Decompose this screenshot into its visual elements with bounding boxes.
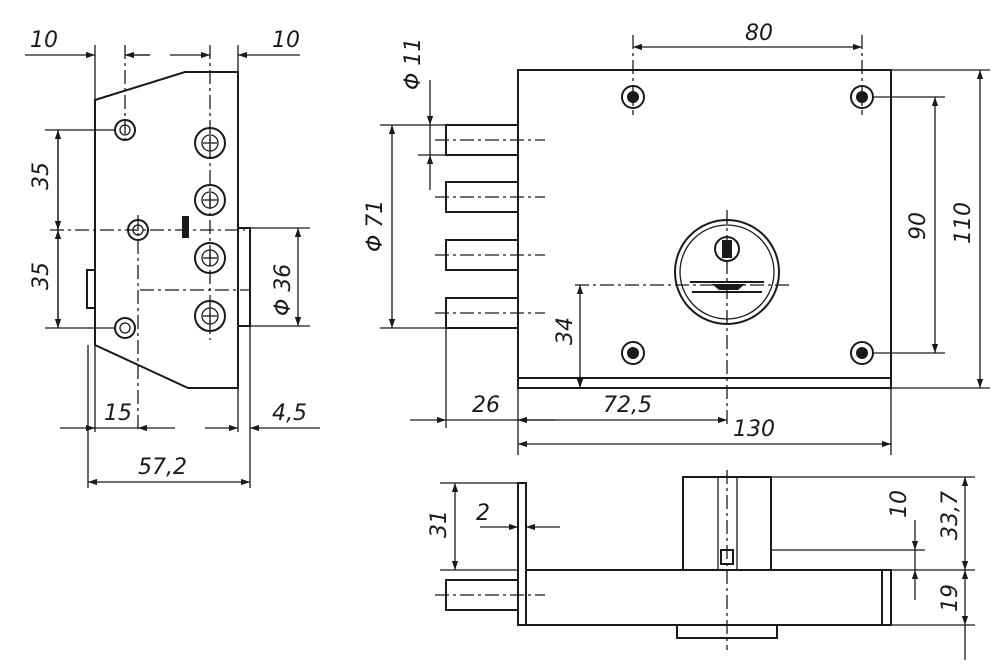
- side-view-slot: [182, 216, 189, 238]
- side-view: 10 10 35 35 Φ 36 15 4,5 57,2: [25, 28, 320, 488]
- dim-34: 34: [553, 317, 578, 345]
- dim-33-7: 33,7: [938, 491, 963, 540]
- dim-90: 90: [906, 212, 931, 240]
- bottom-view-faceplate: [517, 482, 527, 626]
- front-view-bolts: [435, 124, 545, 329]
- dim-top-right-10: 10: [272, 28, 300, 53]
- dim-top-left-10: 10: [30, 28, 58, 53]
- side-view-screw-holes: [114, 119, 149, 339]
- dim-72-5: 72,5: [603, 393, 652, 418]
- dim-80: 80: [745, 21, 773, 46]
- bottom-view-body: [525, 569, 892, 626]
- side-view-tab: [86, 269, 96, 309]
- dim-10: 10: [887, 490, 912, 518]
- dim-diameter-36: Φ 36: [271, 264, 296, 316]
- front-view: Φ 11 80 Φ 71 90 110 34 26 72,5 130: [363, 21, 990, 455]
- dim-15: 15: [104, 401, 132, 426]
- dim-diameter-71: Φ 71: [363, 200, 388, 252]
- dim-2: 2: [476, 501, 490, 526]
- bottom-view-cylinder-bottom: [676, 624, 778, 639]
- dim-57-2: 57,2: [138, 455, 187, 480]
- dim-diameter-11: Φ 11: [401, 38, 426, 90]
- front-view-case: [517, 69, 892, 389]
- side-view-faceplate: [237, 227, 251, 327]
- dim-110: 110: [951, 202, 976, 244]
- dim-4-5: 4,5: [272, 401, 307, 426]
- dim-35-lower: 35: [29, 262, 54, 290]
- dim-31: 31: [427, 510, 452, 538]
- dim-130: 130: [733, 417, 775, 442]
- bottom-view: 31 2 10 33,7 19: [427, 470, 975, 660]
- dim-35-upper: 35: [29, 162, 54, 190]
- side-view-body: [94, 71, 239, 389]
- dim-19: 19: [938, 584, 963, 612]
- bottom-view-bolt: [445, 579, 519, 611]
- dim-26: 26: [472, 393, 500, 418]
